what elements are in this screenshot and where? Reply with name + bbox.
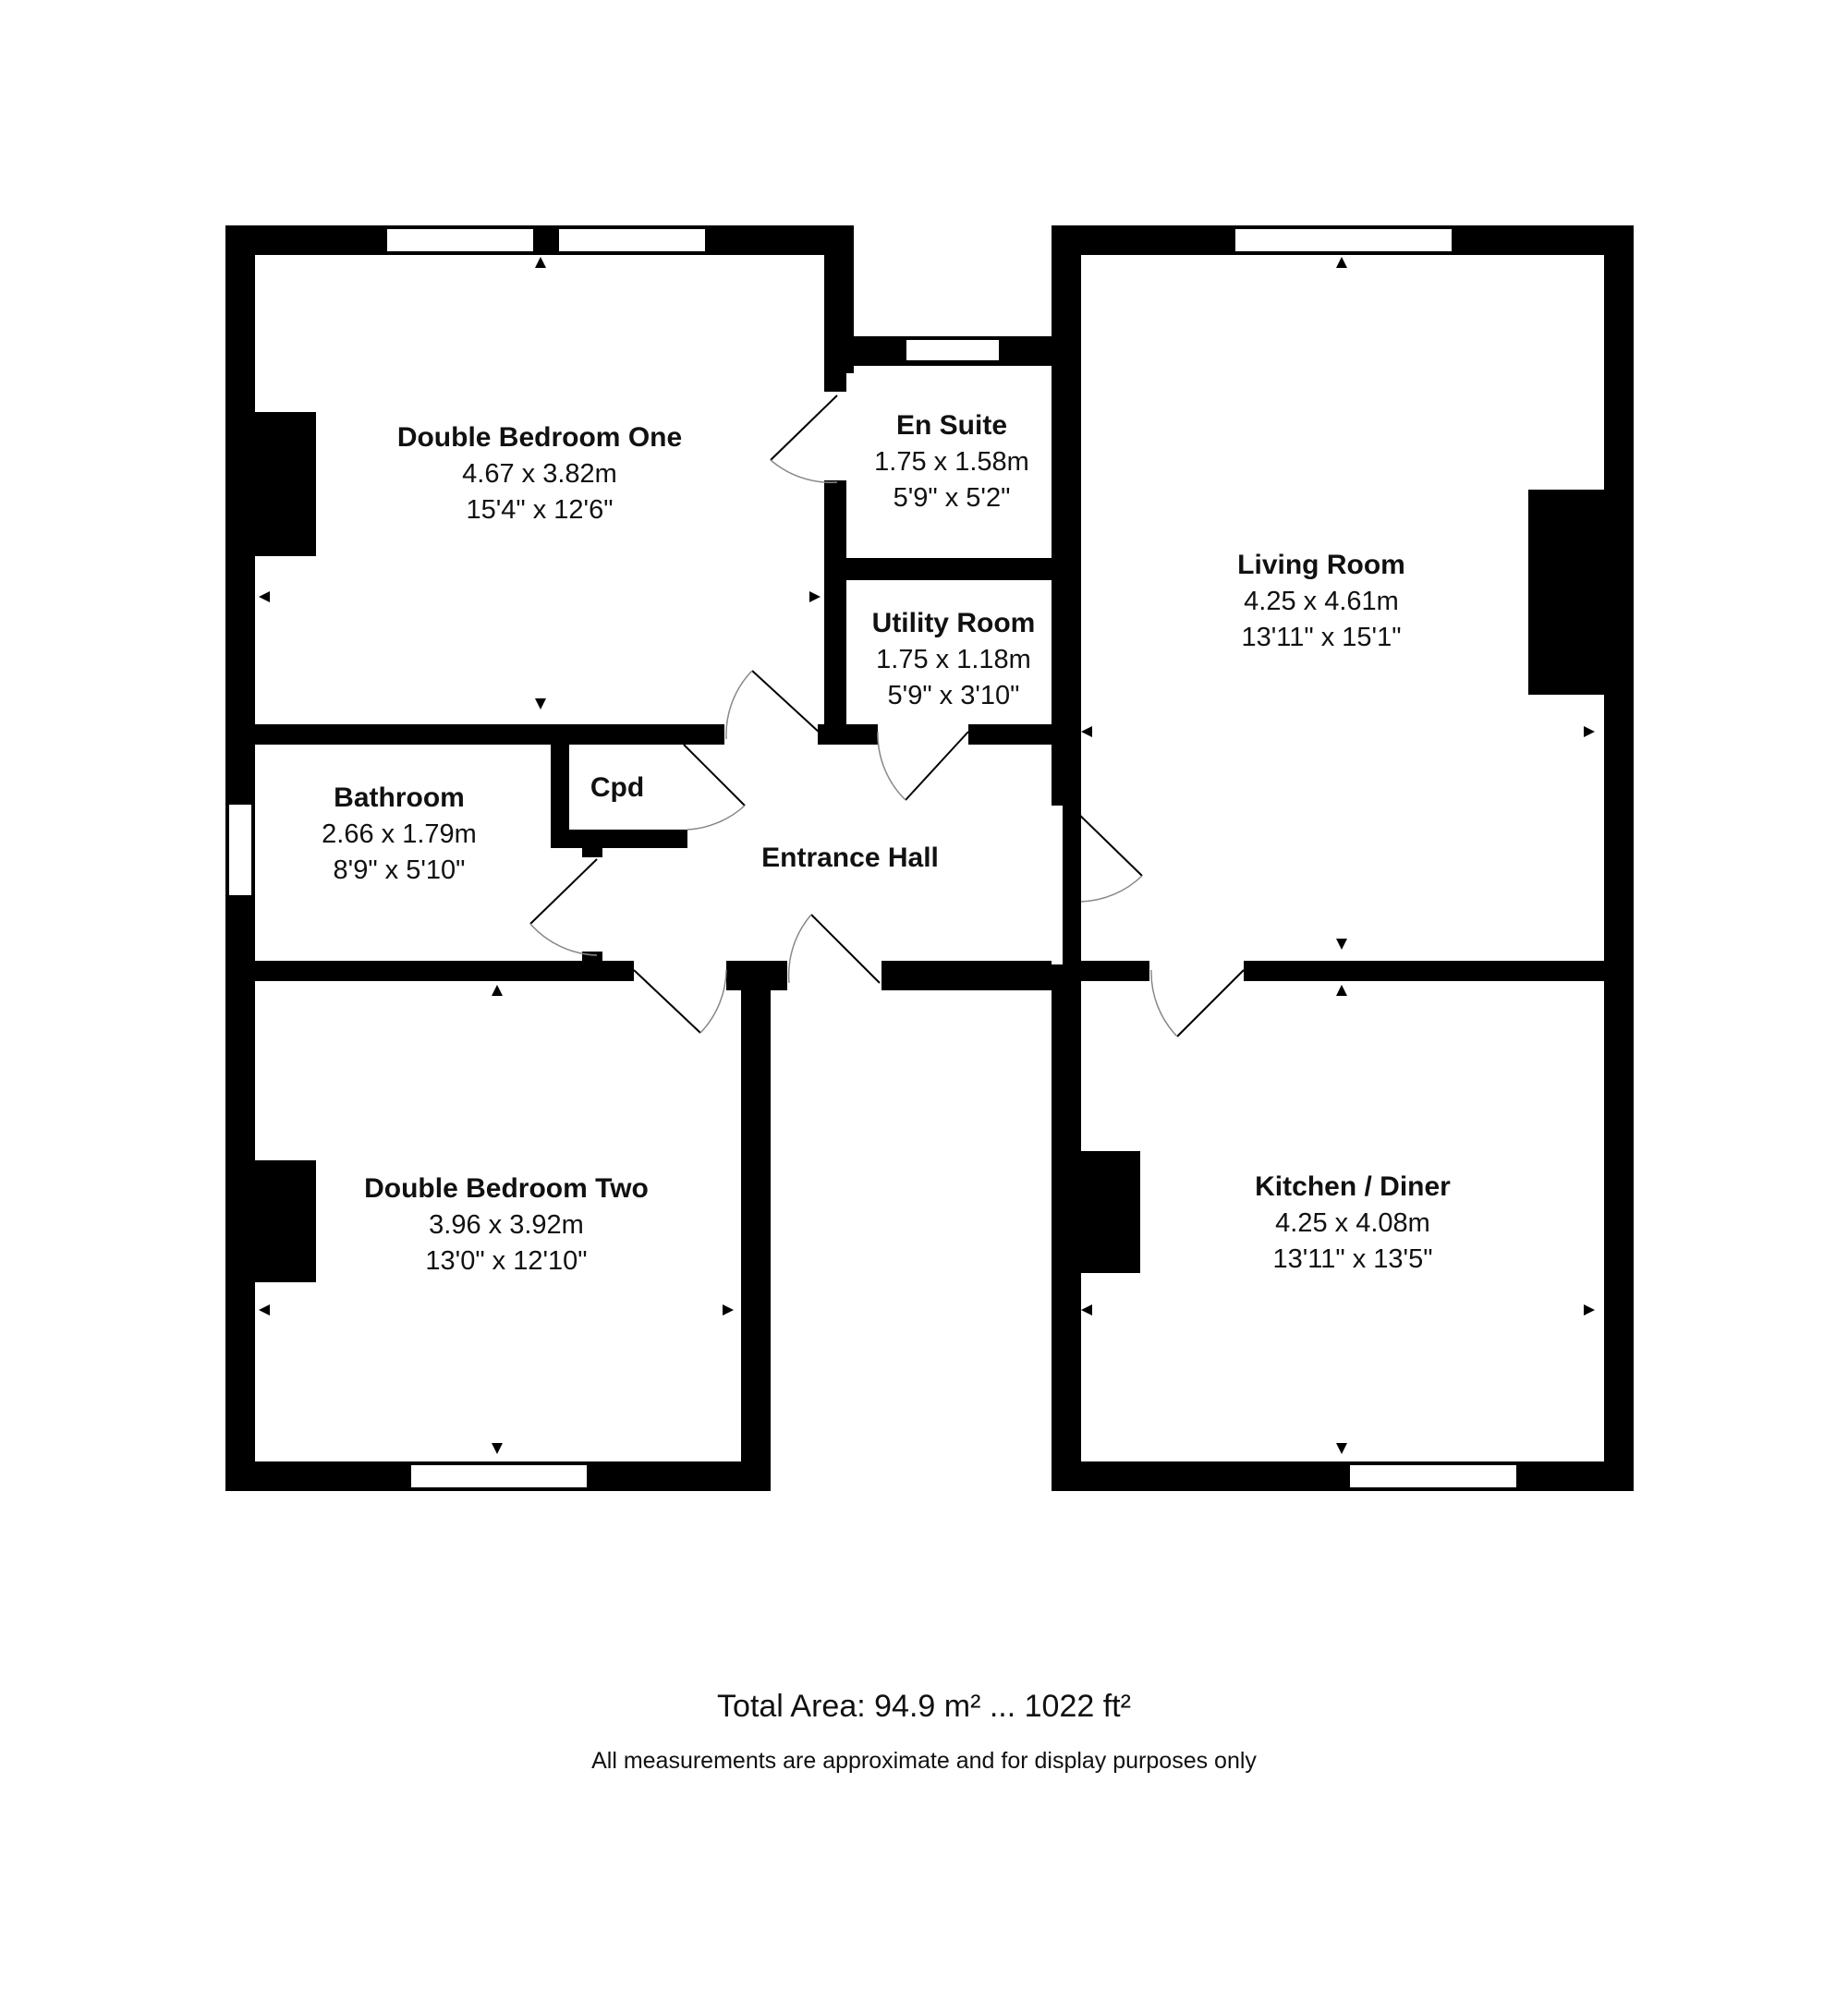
room-living: Living Room 4.25 x 4.61m 13'11" x 15'1"	[1237, 550, 1405, 652]
dimension-markers	[259, 257, 1595, 1454]
room-metric: 4.67 x 3.82m	[462, 459, 617, 489]
room-name: Living Room	[1237, 550, 1405, 580]
room-name: Cpd	[590, 772, 644, 803]
room-imperial: 15'4" x 12'6"	[466, 495, 613, 525]
windows	[227, 227, 1518, 1489]
room-name: Utility Room	[872, 608, 1036, 638]
room-metric: 4.25 x 4.61m	[1244, 587, 1399, 616]
disclaimer: All measurements are approximate and for…	[591, 1748, 1257, 1774]
room-name: Double Bedroom One	[397, 422, 682, 453]
room-name: Kitchen / Diner	[1255, 1171, 1451, 1202]
room-imperial: 13'11" x 15'1"	[1241, 623, 1401, 652]
room-metric: 1.75 x 1.58m	[874, 447, 1029, 477]
doors	[529, 394, 1245, 1037]
room-name: Bathroom	[334, 782, 465, 813]
room-imperial: 8'9" x 5'10"	[334, 855, 466, 885]
room-metric: 3.96 x 3.92m	[429, 1210, 584, 1240]
total-area: Total Area: 94.9 m² ... 1022 ft²	[717, 1689, 1131, 1724]
room-metric: 1.75 x 1.18m	[876, 645, 1031, 674]
room-kitchen: Kitchen / Diner 4.25 x 4.08m 13'11" x 13…	[1255, 1171, 1451, 1274]
room-bed1: Double Bedroom One 4.67 x 3.82m 15'4" x …	[397, 422, 682, 525]
room-imperial: 5'9" x 5'2"	[894, 483, 1011, 513]
room-cpd: Cpd	[590, 772, 644, 803]
room-bed2: Double Bedroom Two 3.96 x 3.92m 13'0" x …	[364, 1173, 649, 1276]
room-name: En Suite	[896, 410, 1007, 441]
room-hall: Entrance Hall	[761, 843, 939, 873]
room-metric: 4.25 x 4.08m	[1275, 1208, 1430, 1238]
room-utility: Utility Room 1.75 x 1.18m 5'9" x 3'10"	[872, 608, 1036, 710]
walls	[225, 225, 1634, 1491]
room-imperial: 13'0" x 12'10"	[425, 1246, 587, 1276]
room-name: Entrance Hall	[761, 843, 939, 873]
room-ensuite: En Suite 1.75 x 1.58m 5'9" x 5'2"	[874, 410, 1029, 513]
room-name: Double Bedroom Two	[364, 1173, 649, 1204]
room-imperial: 13'11" x 13'5"	[1272, 1244, 1432, 1274]
room-bathroom: Bathroom 2.66 x 1.79m 8'9" x 5'10"	[322, 782, 477, 885]
room-imperial: 5'9" x 3'10"	[888, 681, 1020, 710]
room-metric: 2.66 x 1.79m	[322, 819, 477, 849]
